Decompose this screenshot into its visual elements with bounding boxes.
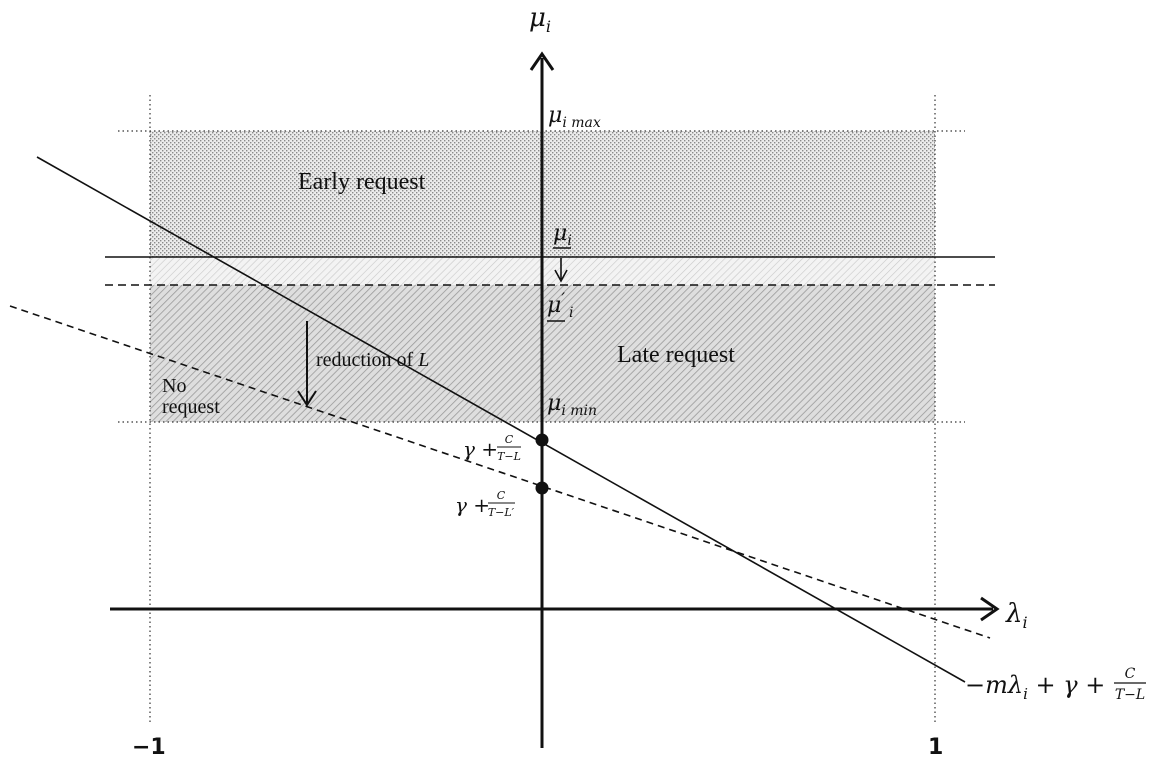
threshold-line-equation: −mλi + γ + C T−L — [965, 666, 1146, 703]
intercept-point-L — [535, 433, 549, 447]
threshold-line-L — [36, 156, 966, 683]
mu-bar-prime-label: μ′i — [547, 289, 573, 321]
reduction-arrowhead — [297, 390, 317, 407]
svg-text:−mλi + γ +: −mλi + γ + — [965, 671, 1105, 703]
early-request-label: Early request — [298, 169, 426, 195]
intercept-label-L-prime: γ + C T−L′ — [455, 489, 515, 519]
intercept-point-L-prime — [535, 481, 549, 495]
mu-min-label: μi min — [547, 391, 597, 419]
y-axis-arrowhead — [529, 51, 555, 71]
svg-text:C: C — [505, 433, 514, 446]
reduction-of-L-label: reduction of L — [316, 349, 429, 371]
mu-max-label: μi max — [548, 103, 601, 131]
y-axis-label: μi — [529, 3, 551, 36]
threshold-line-L-prime — [9, 305, 991, 639]
svg-text:T−L: T−L — [497, 450, 521, 463]
x-tick-minus-one: −1 — [132, 735, 166, 760]
late-request-label: Late request — [617, 342, 735, 368]
svg-text:T−L′: T−L′ — [488, 506, 515, 519]
mu-shift-arrowhead — [554, 269, 568, 283]
svg-text:γ +: γ + — [463, 437, 498, 461]
mu-bar-label: μi — [553, 221, 572, 249]
svg-text:γ +: γ + — [455, 493, 490, 517]
svg-text:C: C — [497, 489, 506, 502]
no-request-label-line1: No — [162, 375, 186, 397]
no-request-label-line2: request — [162, 396, 220, 418]
x-tick-plus-one: 1 — [928, 735, 943, 760]
x-axis-arrowhead — [980, 596, 1000, 622]
svg-text:T−L: T−L — [1115, 687, 1145, 703]
intercept-label-L: γ + C T−L — [463, 433, 521, 463]
svg-text:C: C — [1125, 666, 1136, 682]
x-axis-label: λi — [1005, 599, 1028, 632]
